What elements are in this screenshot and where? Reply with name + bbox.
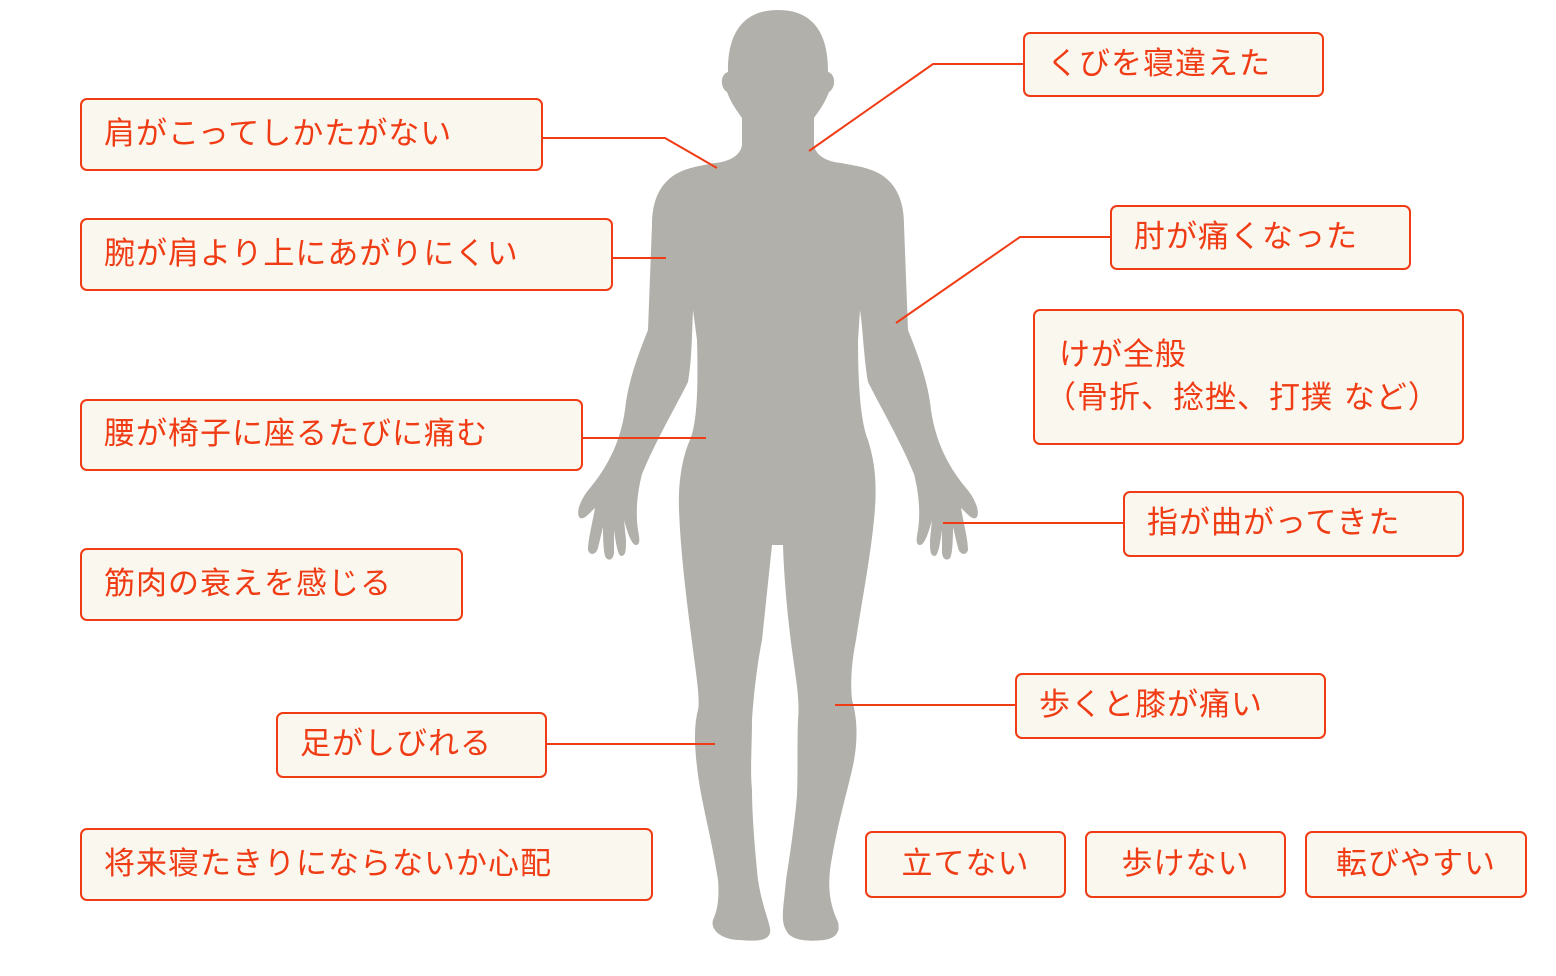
leader-elbow [895,236,1111,324]
label-knee-text: 歩くと膝が痛い [1039,687,1263,724]
label-injury[interactable]: けが全般 （骨折、捻挫、打撲 など） [1033,309,1464,445]
label-cannot-stand[interactable]: 立てない [865,831,1066,898]
human-body-silhouette-icon [578,10,978,941]
label-muscle[interactable]: 筋肉の衰えを感じる [80,548,463,621]
label-fingers[interactable]: 指が曲がってきた [1123,491,1464,557]
label-lower-back-text: 腰が椅子に座るたびに痛む [104,416,488,453]
label-knee[interactable]: 歩くと膝が痛い [1015,673,1326,739]
label-leg-numb[interactable]: 足がしびれる [276,712,547,778]
label-cannot-walk[interactable]: 歩けない [1085,831,1286,898]
label-arm[interactable]: 腕が肩より上にあがりにくい [80,218,613,291]
leader-lines [542,63,1124,745]
label-elbow[interactable]: 肘が痛くなった [1110,205,1411,270]
label-neck-text: くびを寝違えた [1047,45,1271,82]
label-falls-easily-text: 転びやすい [1336,845,1496,882]
label-injury-line1: けが全般 [1059,336,1187,373]
label-cannot-walk-text: 歩けない [1121,845,1250,882]
label-cannot-stand-text: 立てない [901,845,1030,882]
label-fingers-text: 指が曲がってきた [1147,505,1401,542]
label-leg-numb-text: 足がしびれる [300,726,492,763]
label-bedridden-text: 将来寝たきりにならないか心配 [104,845,552,882]
leader-shoulder [542,137,718,169]
label-bedridden[interactable]: 将来寝たきりにならないか心配 [80,828,653,901]
label-lower-back[interactable]: 腰が椅子に座るたびに痛む [80,399,583,471]
leader-neck [808,63,1023,152]
label-neck[interactable]: くびを寝違えた [1023,32,1324,97]
label-shoulder-text: 肩がこってしかたがない [104,115,453,152]
label-elbow-text: 肘が痛くなった [1134,218,1358,255]
label-arm-text: 腕が肩より上にあがりにくい [104,235,519,272]
label-shoulder[interactable]: 肩がこってしかたがない [80,98,543,171]
label-muscle-text: 筋肉の衰えを感じる [104,565,392,602]
label-injury-line2: （骨折、捻挫、打撲 など） [1045,380,1440,416]
label-falls-easily[interactable]: 転びやすい [1305,831,1527,898]
